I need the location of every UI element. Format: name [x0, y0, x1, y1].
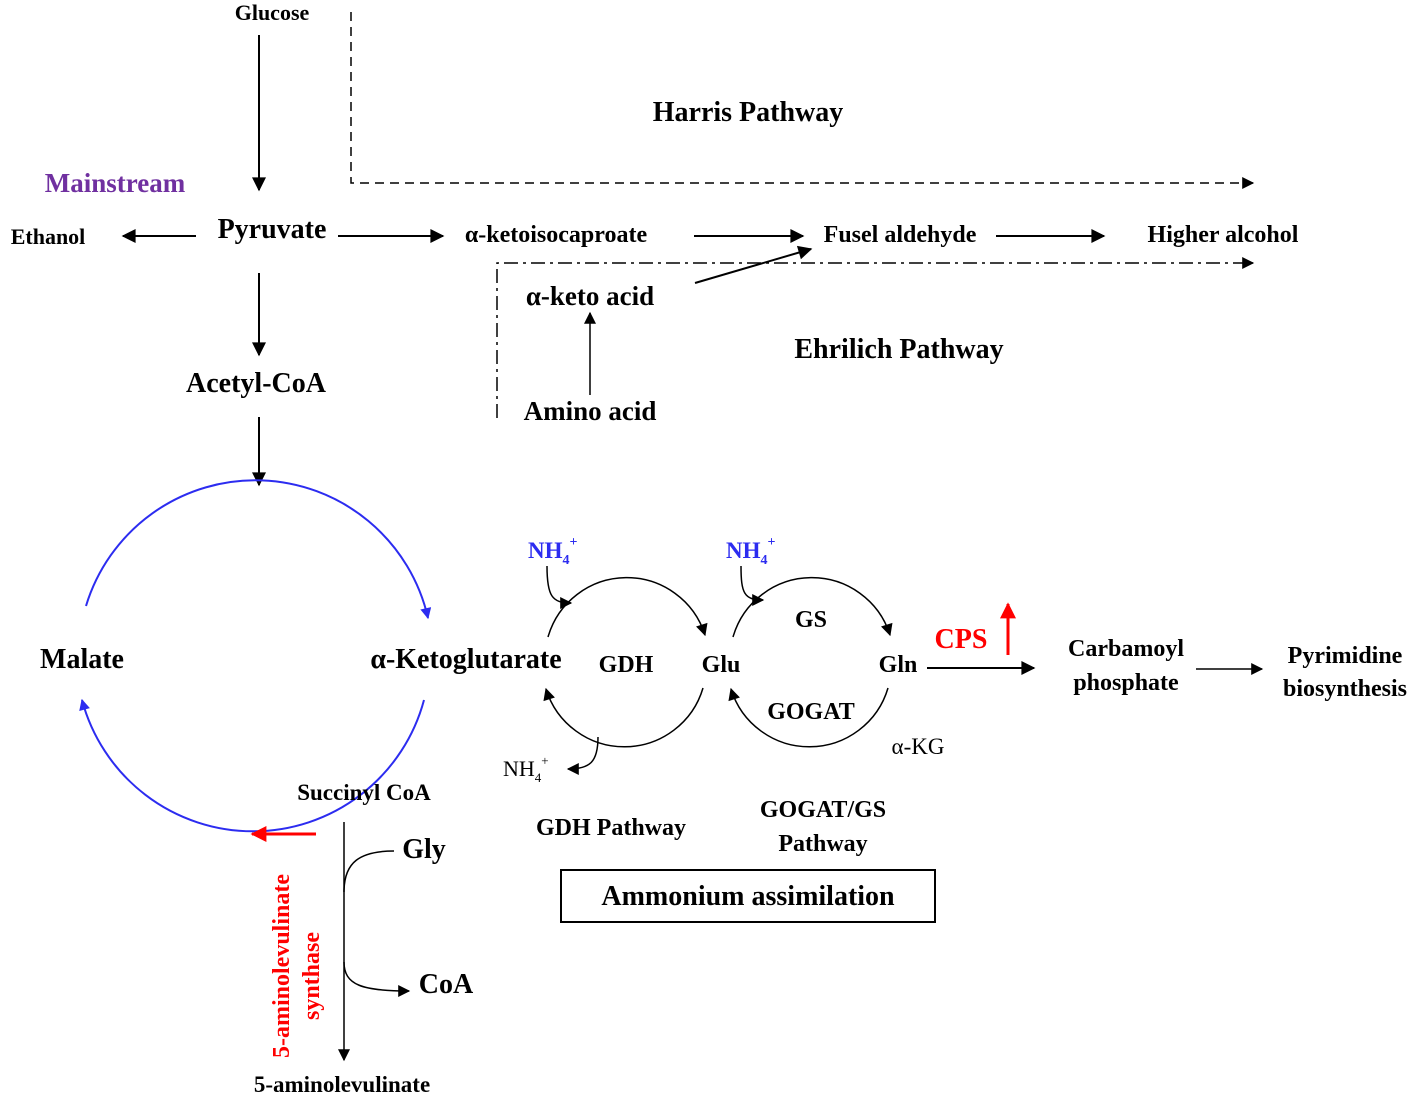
gdh-arc-top: [547, 576, 708, 638]
ammonium-assimilation-box: [560, 869, 936, 923]
gogat-arc-bottom: [728, 687, 889, 748]
nh4-gdh-input-base: NH: [528, 538, 563, 563]
mainstream-label: Mainstream: [45, 168, 186, 198]
tca-arc-ketoglutarate-to-malate: [79, 698, 425, 833]
pyruvate-label: Pyruvate: [218, 214, 327, 245]
ehrlich-pathway-label: Ehrilich Pathway: [794, 334, 1003, 365]
gdh-label: GDH: [599, 652, 654, 678]
nh4-gdh-input-curve: [546, 565, 573, 609]
glucose-label: Glucose: [235, 0, 310, 25]
nh4-gdh-input: NH4+: [528, 535, 578, 568]
gly-label: Gly: [402, 834, 446, 865]
ala-synthase-label: 5-aminolevulinate synthase: [269, 874, 325, 1058]
pyrimidine-line2: biosynthesis: [1283, 676, 1407, 702]
akg-label: α-KG: [892, 734, 945, 759]
gs-label: GS: [795, 607, 827, 633]
nh4-gdh-output-base: NH: [503, 756, 535, 781]
carbamoyl-line2: phosphate: [1073, 670, 1179, 696]
aminolevulinate-label: 5-aminolevulinate: [254, 1072, 430, 1096]
glu-label: Glu: [702, 652, 741, 678]
gdh-arc-bottom: [543, 687, 704, 748]
coa-label: CoA: [419, 969, 474, 1000]
nh4-gdh-output-curve: [566, 736, 599, 775]
ketoisocaproate-label: α-ketoisocaproate: [465, 222, 648, 248]
harris-pathway-dashed-route: [350, 12, 1255, 189]
cps-label: CPS: [935, 624, 988, 655]
nh4-gdh-output-sup: +: [541, 753, 548, 768]
nh4-gdh-input-sub: 4: [563, 553, 570, 568]
ethanol-label: Ethanol: [11, 224, 86, 249]
ala-synthase-line1: 5-aminolevulinate: [269, 874, 295, 1058]
ehrlich-pathway-dashdot-route: [496, 257, 1255, 418]
nh4-gs-input-sup: +: [768, 535, 776, 550]
higher-alcohol-label: Higher alcohol: [1148, 222, 1299, 248]
nh4-gs-input-sub: 4: [761, 553, 768, 568]
gly-input-curve: [343, 850, 395, 893]
gs-arc-top: [732, 576, 893, 638]
ketoglutarate-label: α-Ketoglutarate: [370, 644, 561, 675]
nh4-gs-input: NH4+: [726, 535, 776, 568]
tca-arc-malate-to-ketoglutarate: [85, 479, 432, 620]
acetyl-coa-label: Acetyl-CoA: [186, 368, 327, 399]
nh4-gs-input-base: NH: [726, 538, 761, 563]
ammonium-assimilation-label: Ammonium assimilation: [601, 881, 895, 912]
gln-label: Gln: [879, 652, 918, 678]
pyrimidine-line1: Pyrimidine: [1288, 643, 1403, 669]
gogat-gs-pathway-line1: GOGAT/GS: [760, 797, 886, 823]
coa-output-curve: [343, 961, 411, 997]
keto-acid-to-fusel-arrow: [694, 245, 813, 284]
succinyl-coa-label: Succinyl CoA: [297, 780, 431, 805]
harris-pathway-label: Harris Pathway: [653, 97, 844, 128]
nh4-gdh-output: NH4 +: [503, 753, 549, 785]
amino-acid-label: Amino acid: [524, 396, 657, 426]
keto-acid-label: α-keto acid: [526, 281, 654, 311]
ala-synthase-line2: synthase: [299, 932, 325, 1020]
gogat-gs-pathway-line2: Pathway: [778, 831, 867, 857]
fusel-aldehyde-label: Fusel aldehyde: [824, 222, 977, 248]
gdh-pathway-label: GDH Pathway: [536, 815, 686, 841]
gogat-label: GOGAT: [767, 699, 855, 725]
nh4-gdh-input-sup: +: [570, 535, 578, 550]
nh4-gdh-output-sub: 4: [535, 770, 542, 785]
malate-label: Malate: [40, 644, 124, 675]
nh4-gs-input-curve: [740, 565, 765, 606]
carbamoyl-line1: Carbamoyl: [1068, 636, 1184, 662]
